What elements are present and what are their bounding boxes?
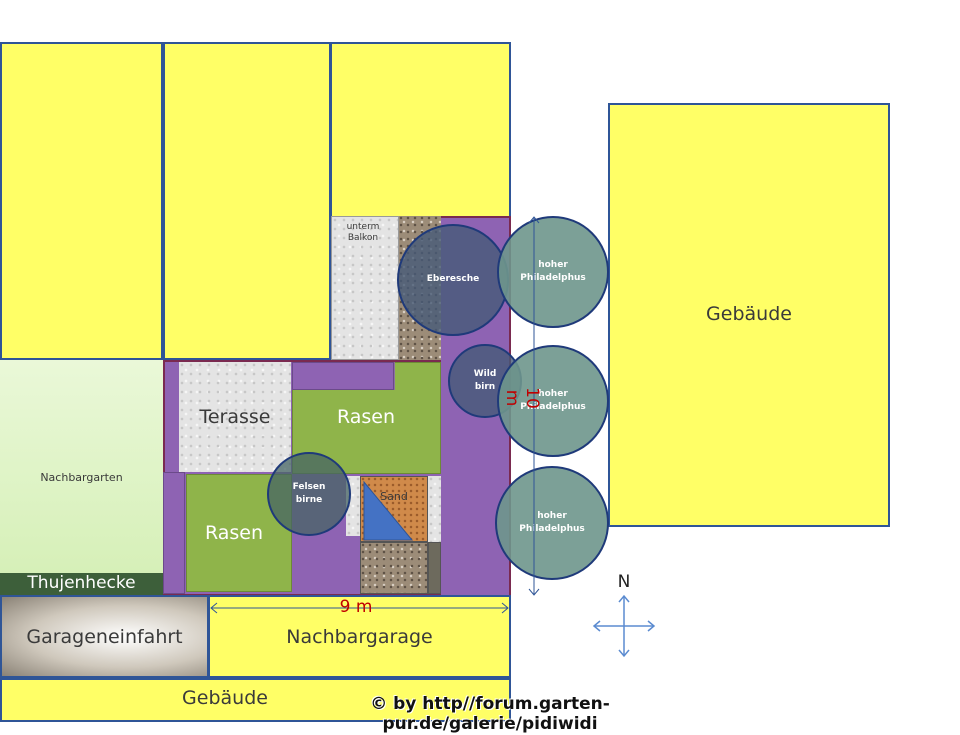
tree-philadelphus-3-label: hoher Philadelphus	[519, 510, 585, 535]
building-bottom	[0, 678, 511, 722]
building-block-1	[0, 42, 163, 360]
dark-gravel-bottom	[428, 542, 441, 594]
stone-strip-2	[428, 476, 441, 542]
tree-eberesche-label: Eberesche	[426, 274, 480, 285]
gravel-bottom	[360, 542, 428, 594]
building-block-2	[163, 42, 331, 360]
tree-philadelphus-2: hoher Philadelphus	[497, 345, 609, 457]
tree-eberesche: Eberesche	[397, 224, 509, 336]
dimension-width-label: 9 m	[339, 597, 373, 617]
tree-felsenbirne-label: Felsen birne	[292, 481, 326, 506]
neighbour-garage	[208, 595, 511, 678]
neighbour-garage-label: Nachbargarage	[286, 626, 433, 648]
tree-philadelphus-1-label: hoher Philadelphus	[520, 259, 586, 284]
under-balcony-area	[331, 216, 399, 360]
north-label: N	[617, 572, 631, 592]
dimension-height-arrow	[528, 216, 540, 596]
garage-driveway-label: Garageneinfahrt	[26, 626, 183, 648]
neighbour-garden-label: Nachbargarten	[40, 471, 123, 484]
credit-text: © by http//forum.garten-pur.de/galerie/p…	[370, 694, 610, 735]
neighbour-garden	[0, 360, 163, 573]
tree-wildbirne-label: Wild birn	[473, 368, 497, 393]
path-left	[163, 472, 185, 594]
terrace	[179, 362, 291, 472]
tree-philadelphus-1: hoher Philadelphus	[497, 216, 609, 328]
tree-felsenbirne: Felsen birne	[267, 452, 351, 536]
garage-driveway	[0, 595, 209, 678]
building-bottom-label: Gebäude	[182, 687, 268, 709]
compass-icon	[592, 594, 656, 658]
tree-philadelphus-3: hoher Philadelphus	[495, 466, 609, 580]
under-balcony-label: unterm Balkon	[346, 222, 380, 243]
building-right	[608, 103, 890, 527]
terrace-label: Terasse	[199, 406, 271, 428]
path-top	[292, 362, 394, 390]
sand-pit-water	[363, 480, 414, 541]
lawn-bottom-label: Rasen	[204, 522, 264, 544]
dimension-height-label: 10 m	[502, 387, 542, 409]
dimension-width-arrow	[210, 602, 509, 614]
lawn-top-label: Rasen	[336, 406, 396, 428]
thuja-hedge-label: Thujenhecke	[27, 573, 136, 593]
tree-philadelphus-2-label: hoher Philadelphus	[520, 388, 586, 413]
building-right-label: Gebäude	[706, 303, 792, 325]
building-block-3	[330, 42, 511, 218]
thuja-hedge	[0, 573, 163, 595]
sand-label: Sand	[380, 490, 408, 503]
